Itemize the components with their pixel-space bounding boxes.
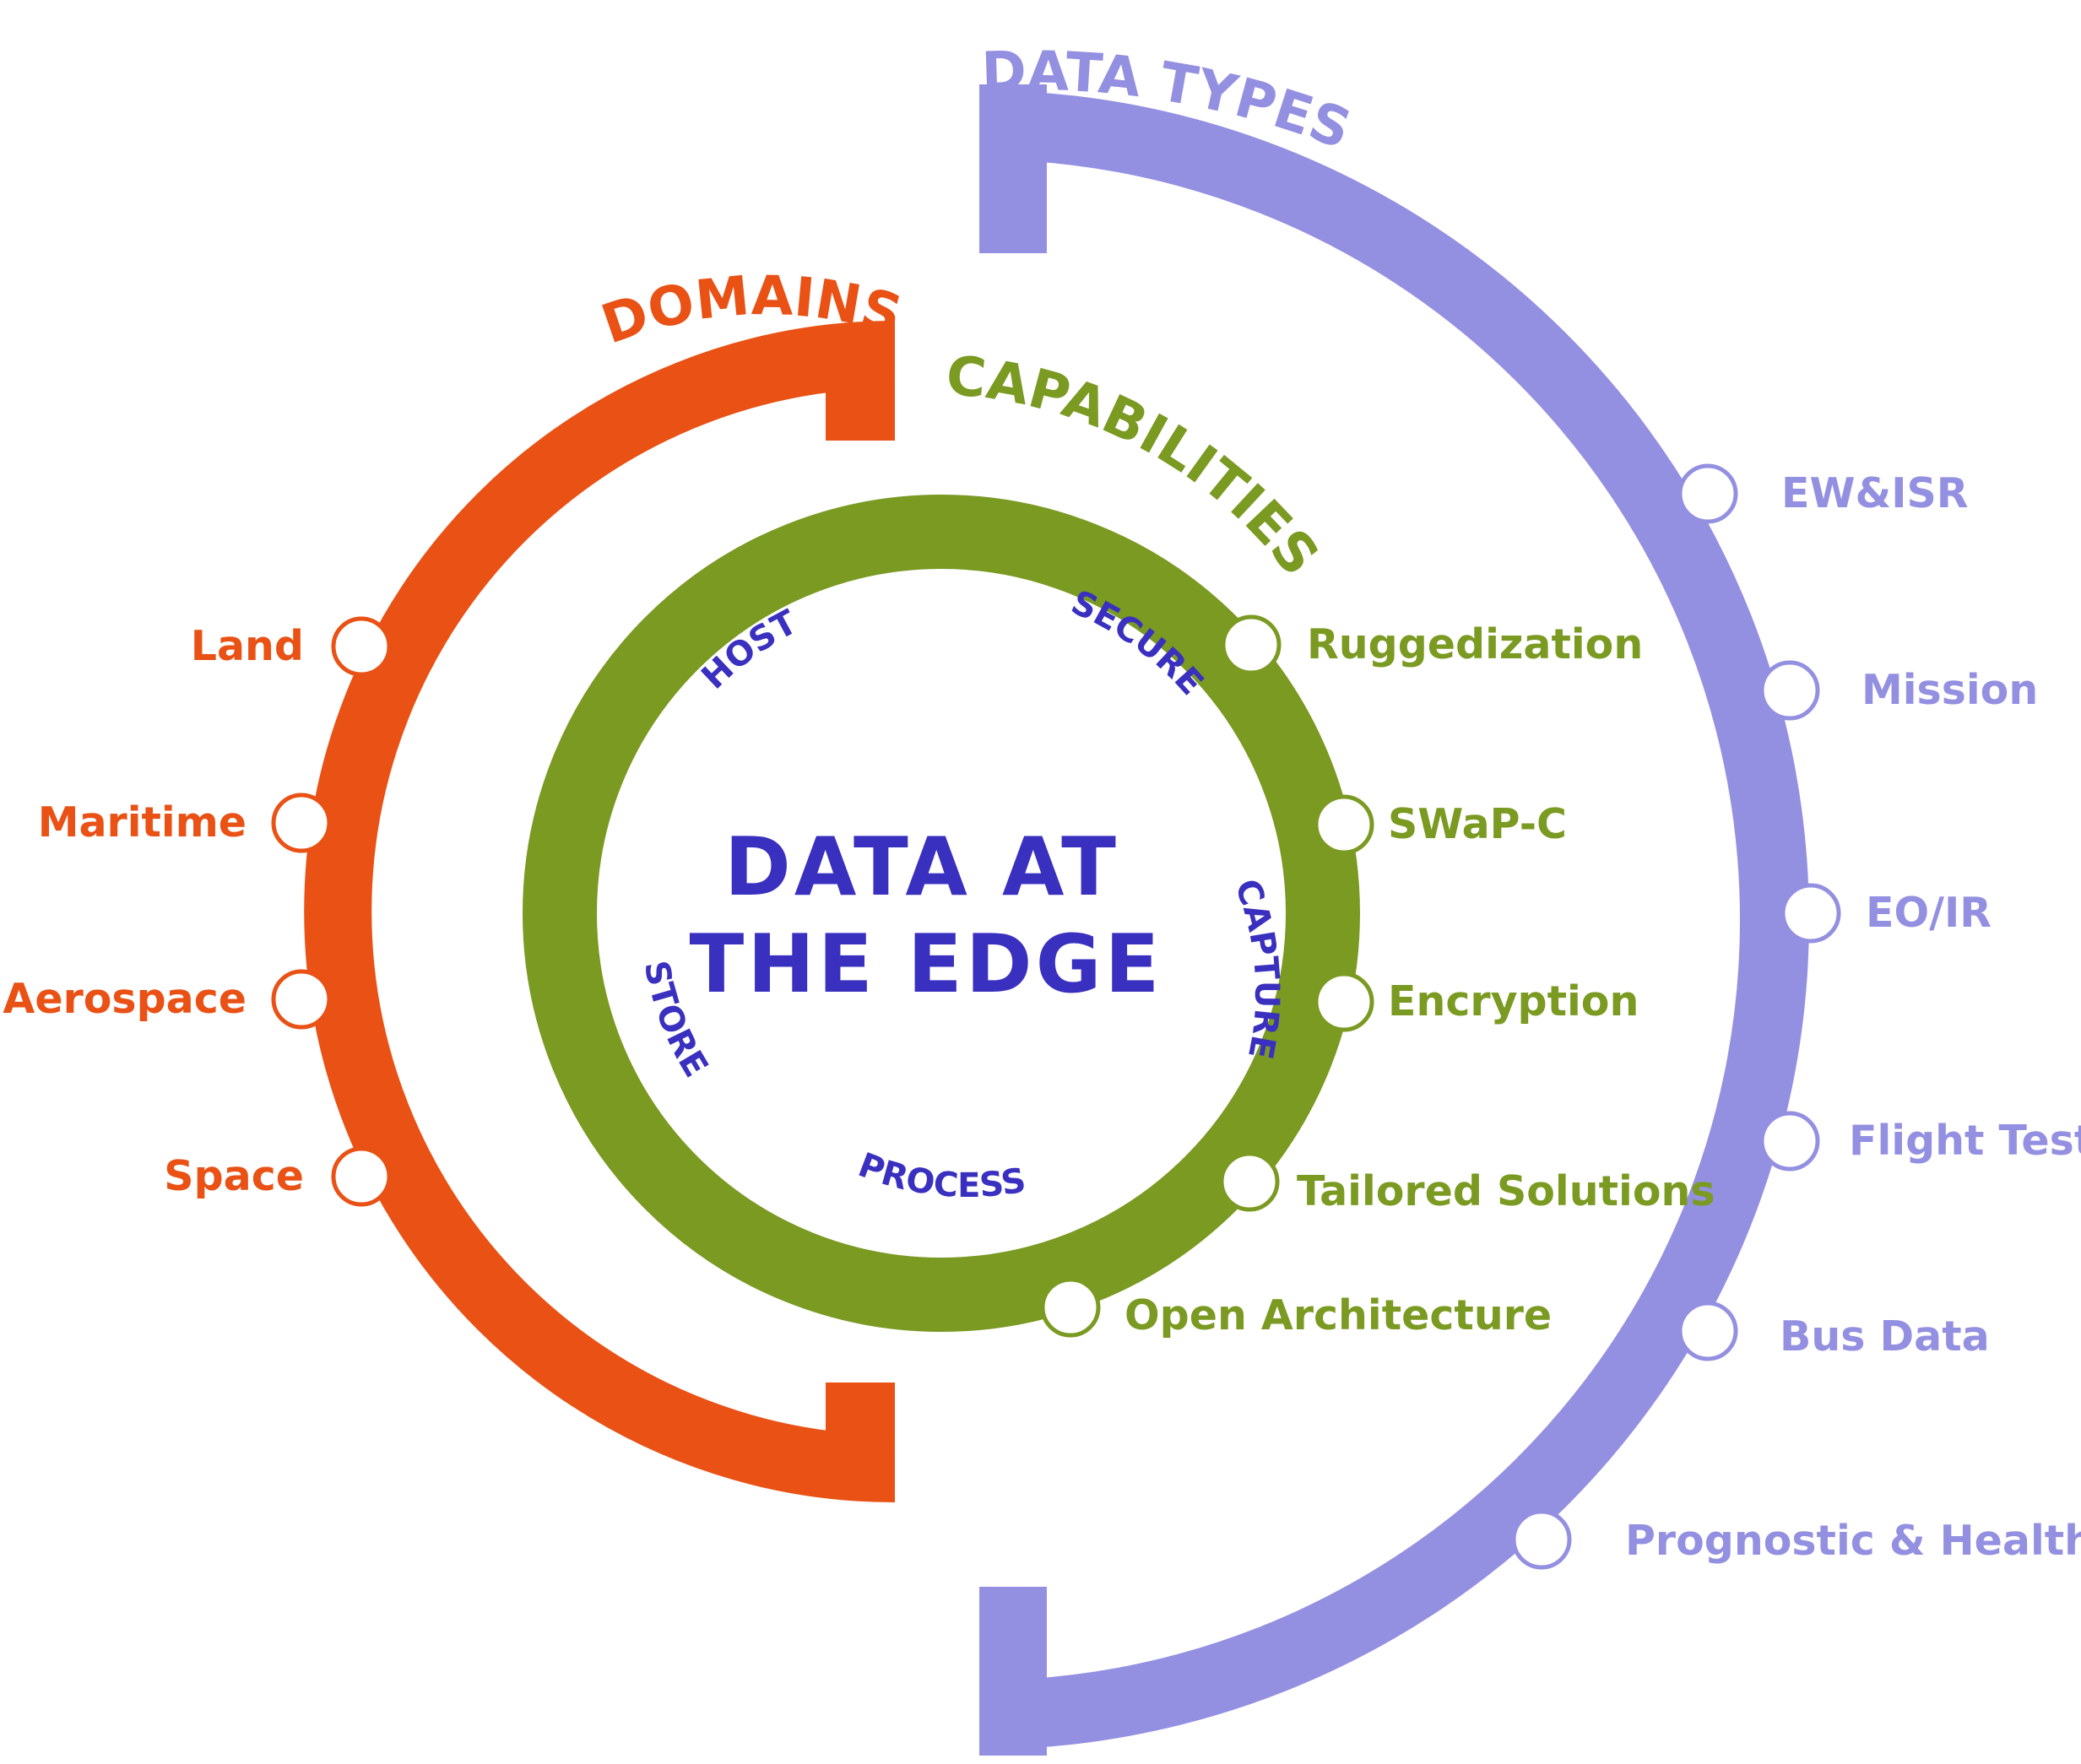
capability-label: Encryption — [1388, 977, 1639, 1025]
domain-item-aerospace: Aerospace — [3, 969, 332, 1030]
domain-node — [331, 1146, 392, 1207]
data-type-node — [1759, 660, 1820, 721]
capability-node — [1219, 1151, 1280, 1212]
domain-node — [271, 969, 332, 1030]
capability-item-swap-c: SWaP-C — [1314, 794, 1567, 855]
capability-label: Tailored Solutions — [1297, 1167, 1715, 1215]
domain-item-maritime: Maritime — [38, 793, 332, 853]
capabilities-list: Ruggedization SWaP-C Encryption Tailored… — [1040, 614, 1715, 1339]
center-title-line-1: DATA AT — [724, 821, 1119, 914]
data-type-item-ew-isr: EW&ISR — [1677, 463, 1969, 524]
capability-node — [1040, 1277, 1101, 1338]
data-type-item-mission: Mission — [1759, 660, 2038, 721]
data-types-arc-top-tab — [979, 84, 1047, 253]
domain-label: Maritime — [38, 798, 247, 847]
data-type-item-prognostic-health: Prognostic & Health — [1511, 1509, 2081, 1570]
data-types-arc — [978, 84, 1809, 1756]
domain-label: Space — [164, 1152, 304, 1200]
domain-label: Land — [191, 622, 304, 670]
data-type-label: Flight Test — [1849, 1117, 2081, 1165]
data-type-node — [1677, 1301, 1738, 1361]
data-type-label: EO/IR — [1866, 889, 1992, 937]
data-type-node — [1511, 1509, 1572, 1570]
data-type-item-eo-ir: EO/IR — [1780, 883, 1992, 944]
capability-node — [1221, 614, 1282, 675]
data-types-arc-bottom-tab — [979, 1587, 1047, 1756]
capability-node — [1314, 794, 1374, 855]
center-title-line-2: THE EDGE — [690, 918, 1163, 1011]
ring-word-capture: CAPTURE — [1227, 874, 1286, 1063]
data-types-list: EW&ISR Mission EO/IR Flight Test Bus Dat… — [1511, 463, 2081, 1570]
capability-item-tailored-solutions: Tailored Solutions — [1219, 1151, 1715, 1215]
capability-label: Open Architecture — [1124, 1291, 1552, 1339]
capability-label: SWaP-C — [1388, 800, 1567, 848]
data-type-label: Prognostic & Health — [1625, 1517, 2081, 1565]
data-type-node — [1677, 463, 1738, 524]
data-type-node — [1780, 883, 1841, 944]
data-type-label: Mission — [1862, 666, 2038, 714]
domain-label: Aerospace — [3, 975, 247, 1023]
domain-node — [331, 616, 392, 677]
domain-node — [271, 793, 332, 853]
capability-item-ruggedization: Ruggedization — [1221, 614, 1643, 675]
data-types-arc-ring — [978, 90, 1809, 1750]
capability-item-open-architecture: Open Architecture — [1040, 1277, 1552, 1339]
capability-item-encryption: Encryption — [1314, 971, 1639, 1032]
ring-word-process: PROCESS — [854, 1145, 1029, 1205]
data-type-item-bus-data: Bus Data — [1677, 1301, 1990, 1361]
domains-arc-ring — [304, 321, 896, 1502]
domain-item-land: Land — [191, 616, 392, 677]
data-type-label: EW&ISR — [1781, 469, 1969, 517]
data-type-node — [1759, 1111, 1820, 1171]
data-type-label: Bus Data — [1780, 1312, 1990, 1361]
capabilities-ring — [523, 495, 1360, 1332]
domains-arc-bottom-tab — [826, 1383, 895, 1469]
capability-label: Ruggedization — [1307, 620, 1643, 668]
domain-item-space: Space — [164, 1146, 392, 1207]
data-type-item-flight-test: Flight Test — [1759, 1111, 2081, 1171]
domains-arc-top-tab — [826, 354, 895, 441]
capability-node — [1314, 971, 1374, 1032]
domains-arc — [304, 321, 896, 1502]
domains-list: Land Maritime Aerospace Space — [3, 616, 392, 1207]
